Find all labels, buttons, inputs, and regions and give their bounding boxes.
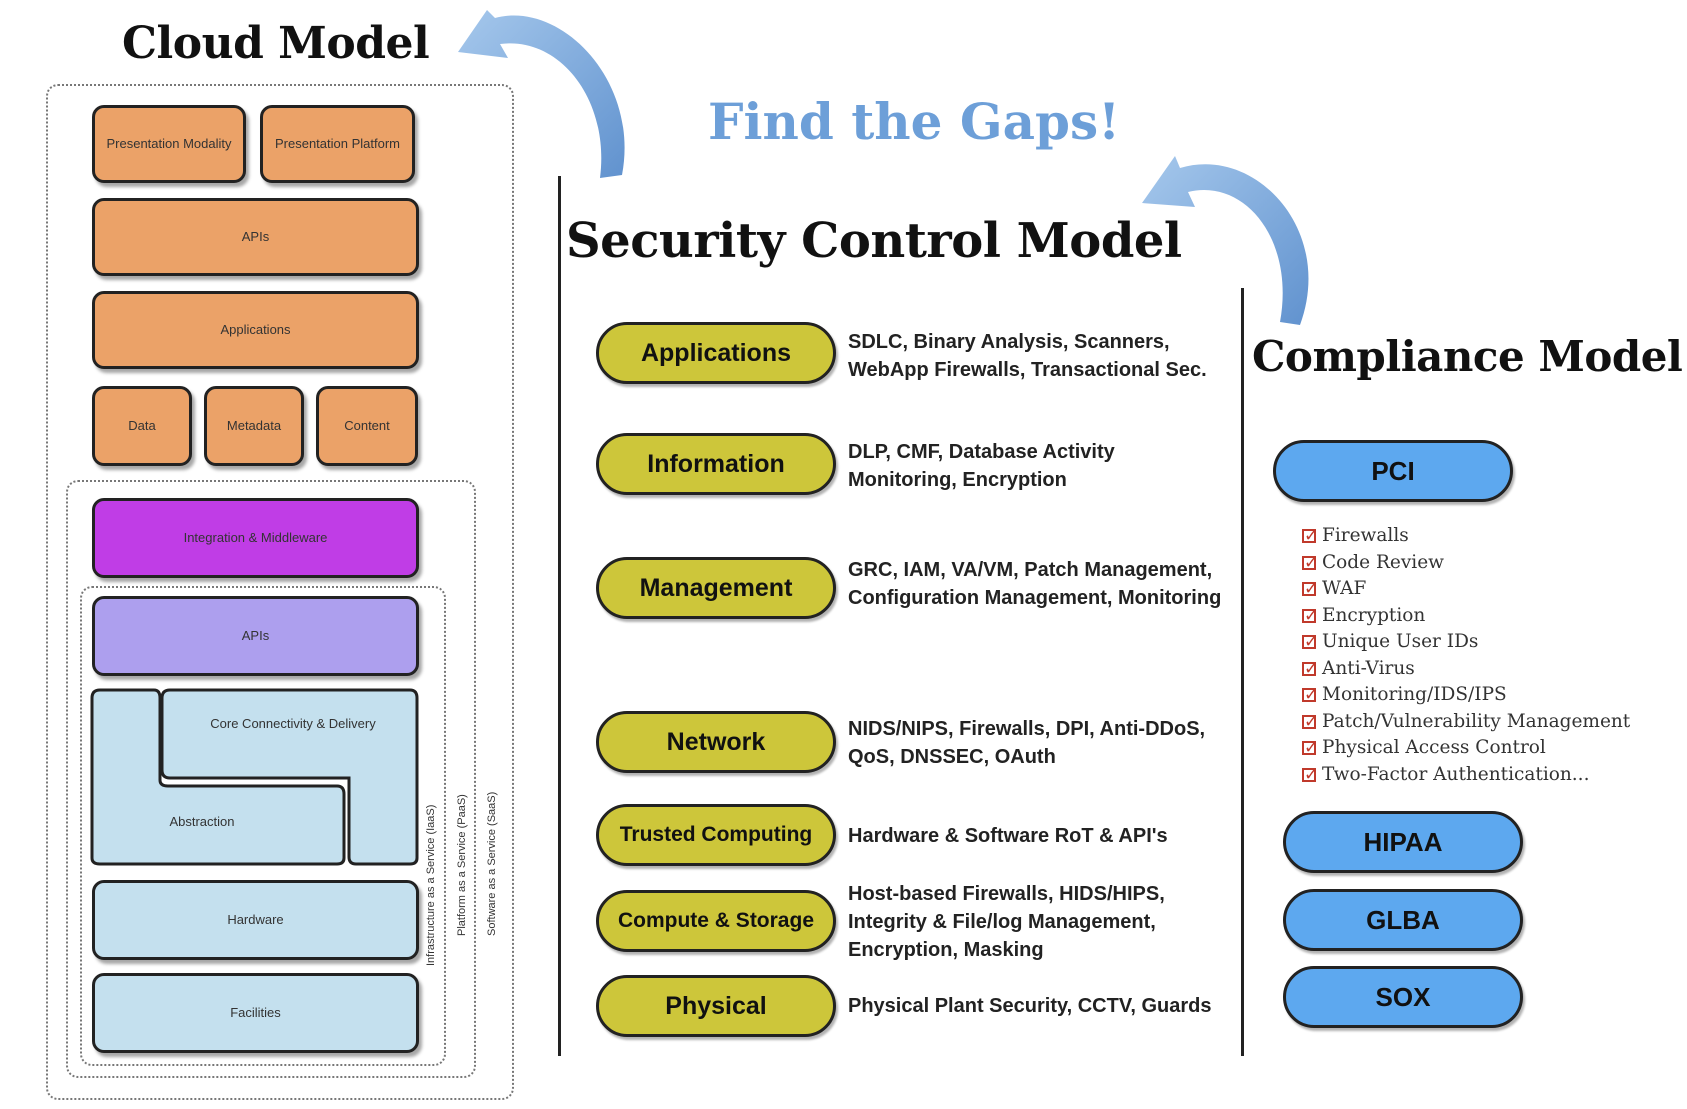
pci-pill: PCI: [1273, 440, 1513, 502]
security-pill-physical: Physical: [596, 975, 836, 1037]
iaas-label: Infrastructure as a Service (IaaS): [425, 804, 437, 966]
security-pill-compute-storage: Compute & Storage: [596, 890, 836, 952]
abstraction-label: Abstraction: [169, 814, 235, 829]
checkbox-icon: [1302, 550, 1318, 576]
arrow-to-security-model: [1142, 156, 1309, 325]
pci-checklist-item: Monitoring/IDS/IPS: [1302, 682, 1630, 709]
apis-block-top: APIs: [92, 198, 419, 276]
security-desc-line: Host-based Firewalls, HIDS/HIPS,: [848, 883, 1165, 905]
pci-checklist-label: Firewalls: [1322, 525, 1409, 546]
pci-checklist-item: Anti-Virus: [1302, 656, 1630, 682]
presentation-platform-block: Presentation Platform: [260, 105, 415, 183]
data-block: Data: [92, 386, 192, 466]
security-desc-line: Encryption, Masking: [848, 939, 1044, 961]
security-desc: Host-based Firewalls, HIDS/HIPS, Integrit…: [848, 880, 1165, 964]
pci-checklist-label: Monitoring/IDS/IPS: [1322, 684, 1507, 705]
metadata-block: Metadata: [204, 386, 304, 466]
sox-pill: SOX: [1283, 966, 1523, 1028]
security-pill-network: Network: [596, 711, 836, 773]
divider-left: [558, 176, 561, 1056]
security-desc: NIDS/NIPS, Firewalls, DPI, Anti-DDoS, QoS…: [848, 715, 1205, 771]
integration-middleware-block: Integration & Middleware: [92, 498, 419, 578]
paas-label: Platform as a Service (PaaS): [456, 794, 468, 936]
checkbox-icon: [1302, 709, 1318, 735]
pci-checklist-item: Unique User IDs: [1302, 629, 1630, 656]
pci-checklist-item: Two-Factor Authentication...: [1302, 762, 1630, 788]
facilities-block: Facilities: [92, 973, 419, 1053]
checkbox-icon: [1302, 603, 1318, 629]
pci-checklist-label: Unique User IDs: [1322, 631, 1479, 652]
pci-checklist-label: Two-Factor Authentication...: [1322, 763, 1590, 785]
security-desc-line: Hardware & Software RoT & API's: [848, 825, 1168, 847]
content-block: Content: [316, 386, 418, 466]
core-abstraction-shapes: [90, 688, 419, 866]
pci-checklist-label: Physical Access Control: [1322, 737, 1546, 758]
compliance-model-title: Compliance Model: [1252, 332, 1683, 381]
security-pill-information: Information: [596, 433, 836, 495]
find-the-gaps-title: Find the Gaps!: [708, 92, 1121, 151]
saas-label: Software as a Service (SaaS): [486, 791, 498, 936]
security-pill-applications: Applications: [596, 322, 836, 384]
security-desc-line: Physical Plant Security, CCTV, Guards: [848, 995, 1212, 1017]
pci-checklist-label: Anti-Virus: [1322, 657, 1415, 679]
pci-checklist-item: Code Review: [1302, 550, 1630, 576]
security-control-model-title: Security Control Model: [566, 213, 1182, 269]
pci-checklist-label: WAF: [1322, 578, 1367, 599]
security-pill-trusted-computing: Trusted Computing: [596, 804, 836, 866]
pci-checklist-label: Patch/Vulnerability Management: [1322, 710, 1631, 732]
security-pill-management: Management: [596, 557, 836, 619]
pci-checklist-item: Encryption: [1302, 603, 1630, 629]
presentation-modality-block: Presentation Modality: [92, 105, 246, 183]
core-abstraction-group: Core Connectivity & Delivery Abstraction: [90, 688, 419, 866]
security-desc: SDLC, Binary Analysis, Scanners, WebApp F…: [848, 328, 1207, 384]
saas-boundary: [46, 84, 514, 1100]
paas-boundary: [66, 480, 476, 1078]
security-desc-line: SDLC, Binary Analysis, Scanners,: [848, 331, 1170, 353]
security-desc-line: GRC, IAM, VA/VM, Patch Management,: [848, 559, 1213, 581]
checkbox-icon: [1302, 762, 1318, 788]
apis-block-mid: APIs: [92, 596, 419, 676]
core-connectivity-label: Core Connectivity & Delivery: [210, 716, 376, 731]
checkbox-icon: [1302, 682, 1318, 709]
security-desc-line: Configuration Management, Monitoring: [848, 587, 1222, 609]
checkbox-icon: [1302, 629, 1318, 656]
pci-checklist-item: Patch/Vulnerability Management: [1302, 709, 1631, 735]
iaas-boundary: [80, 586, 446, 1066]
security-desc-line: NIDS/NIPS, Firewalls, DPI, Anti-DDoS,: [848, 718, 1206, 740]
checkbox-icon: [1302, 735, 1318, 762]
hardware-block: Hardware: [92, 880, 419, 960]
pci-checklist-item: WAF: [1302, 576, 1630, 603]
arrow-to-cloud-model: [458, 10, 625, 178]
pci-checklist-label: Encryption: [1322, 604, 1426, 626]
security-desc: Hardware & Software RoT & API's: [848, 822, 1168, 850]
checkbox-icon: [1302, 656, 1318, 682]
security-desc-line: QoS, DNSSEC, OAuth: [848, 746, 1056, 768]
security-desc-line: Monitoring, Encryption: [848, 469, 1067, 491]
pci-checklist-item: Firewalls: [1302, 523, 1630, 550]
checkbox-icon: [1302, 523, 1318, 550]
security-desc: GRC, IAM, VA/VM, Patch Management, Config…: [848, 556, 1221, 612]
pci-checklist-item: Physical Access Control: [1302, 735, 1630, 762]
divider-right: [1241, 288, 1244, 1056]
security-desc: Physical Plant Security, CCTV, Guards: [848, 992, 1211, 1020]
security-desc-line: DLP, CMF, Database Activity: [848, 441, 1115, 463]
glba-pill: GLBA: [1283, 889, 1523, 951]
hipaa-pill: HIPAA: [1283, 811, 1523, 873]
pci-checklist-label: Code Review: [1322, 551, 1444, 573]
security-desc-line: WebApp Firewalls, Transactional Sec.: [848, 359, 1207, 381]
applications-block: Applications: [92, 291, 419, 369]
checkbox-icon: [1302, 576, 1318, 603]
security-desc-line: Integrity & File/log Management,: [848, 911, 1156, 933]
pci-checklist: FirewallsCode ReviewWAF EncryptionUnique …: [1302, 523, 1630, 788]
cloud-model-title: Cloud Model: [122, 18, 430, 69]
